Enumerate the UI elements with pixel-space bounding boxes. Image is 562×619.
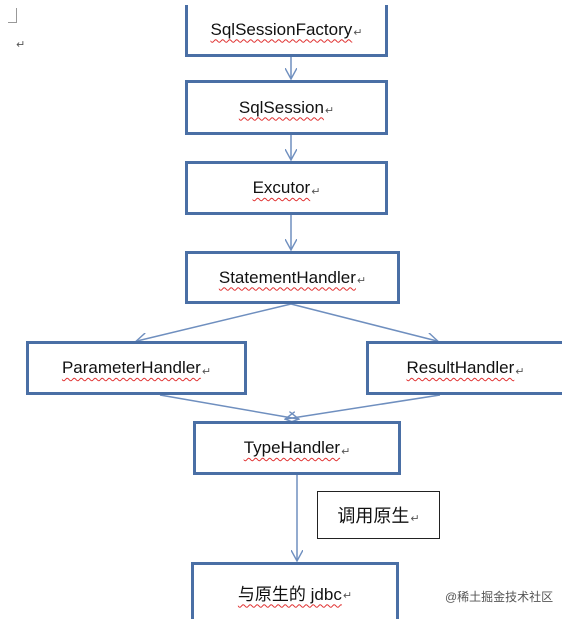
watermark-text: @稀土掘金技术社区 <box>445 590 554 604</box>
note-label: 调用原生 <box>337 506 410 526</box>
node-statement-handler: StatementHandler↵ <box>185 251 400 304</box>
node-label: SqlSession <box>238 97 324 117</box>
arrow-statement-to-result <box>290 303 437 341</box>
node-label: StatementHandler <box>218 267 356 287</box>
return-mark: ↵ <box>515 365 525 378</box>
return-mark: ↵ <box>341 445 351 458</box>
return-mark: ↵ <box>201 365 212 378</box>
node-jdbc: 与原生的 jdbc↵ <box>191 562 399 619</box>
arrow-parameter-to-type <box>159 394 298 419</box>
arrow-result-to-type <box>286 394 441 419</box>
node-executor: Excutor↵ <box>185 161 388 215</box>
return-mark: ↵ <box>353 27 363 39</box>
return-mark: ↵ <box>356 275 367 287</box>
node-label: TypeHandler <box>243 438 341 457</box>
node-result-handler: ResultHandler↵ <box>366 341 562 395</box>
note-call-native: 调用原生↵ <box>317 491 440 539</box>
node-label: 与原生的 jdbc <box>237 584 342 604</box>
arrow-statement-to-parameter <box>137 303 292 341</box>
node-label: ParameterHandler <box>61 358 201 377</box>
return-mark: ↵ <box>324 105 335 117</box>
node-sql-session-factory: SqlSessionFactory↵ <box>185 5 388 57</box>
return-mark: ↵ <box>342 589 353 602</box>
node-label: ResultHandler <box>406 358 515 377</box>
node-label: Excutor <box>252 178 311 197</box>
paragraph-return-mark: ↵ <box>16 39 26 51</box>
node-parameter-handler: ParameterHandler↵ <box>26 341 247 395</box>
node-type-handler: TypeHandler↵ <box>193 421 401 475</box>
page-corner-mark <box>8 8 17 23</box>
node-sql-session: SqlSession↵ <box>185 80 388 135</box>
return-mark: ↵ <box>311 185 321 198</box>
node-label: SqlSessionFactory <box>210 19 353 39</box>
return-mark: ↵ <box>410 512 420 525</box>
